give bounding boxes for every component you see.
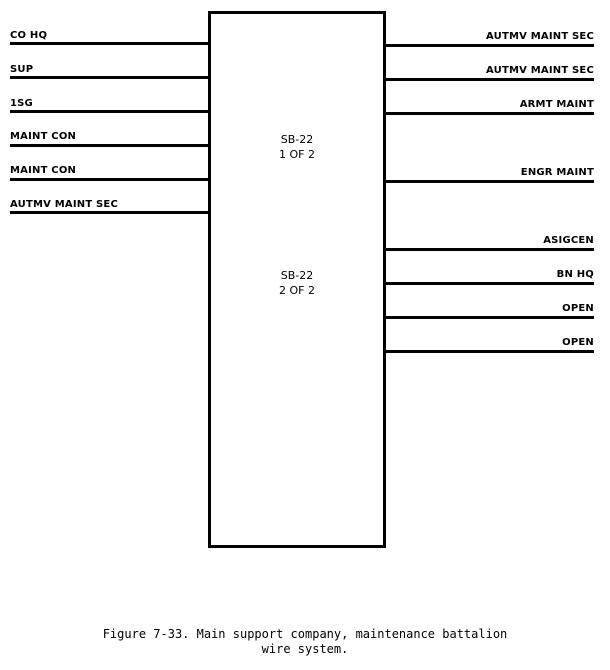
left-wire-autmv-maint-sec [10, 211, 209, 214]
left-wire-co-hq [10, 42, 209, 45]
figure-caption: Figure 7-33. Main support company, maint… [0, 627, 610, 657]
board-1-title: SB-22 [280, 133, 314, 146]
right-wire-open-2 [385, 350, 594, 353]
caption-line-1: Figure 7-33. Main support company, maint… [102, 627, 508, 641]
right-wire-autmv-maint-sec-1 [385, 44, 594, 47]
right-wire-label-autmv-maint-sec-2: AUTMV MAINT SEC [486, 65, 594, 76]
left-wire-label-maint-con-2: MAINT CON [10, 165, 77, 176]
right-wire-label-armt-maint: ARMT MAINT [519, 99, 594, 110]
left-wire-label-1sg: 1SG [10, 98, 33, 109]
right-wire-label-open-2: OPEN [562, 337, 594, 348]
caption-line-2: wire system. [261, 642, 349, 656]
switchboard-box: SB-22 1 OF 2 SB-22 2 OF 2 [208, 11, 386, 548]
right-wire-label-engr-maint: ENGR MAINT [520, 167, 594, 178]
right-wire-engr-maint [385, 180, 594, 183]
right-wire-label-asigcen: ASIGCEN [543, 235, 594, 246]
right-wire-bn-hq [385, 282, 594, 285]
board-1-part: 1 OF 2 [279, 148, 315, 161]
left-wire-maint-con-2 [10, 178, 209, 181]
left-wire-1sg [10, 110, 209, 113]
right-wire-asigcen [385, 248, 594, 251]
right-wire-label-bn-hq: BN HQ [556, 269, 594, 280]
right-wire-label-open-1: OPEN [562, 303, 594, 314]
right-wire-autmv-maint-sec-2 [385, 78, 594, 81]
left-wire-label-co-hq: CO HQ [10, 30, 48, 41]
board-2-part: 2 OF 2 [279, 284, 315, 297]
board-label-2-of-2: SB-22 2 OF 2 [211, 268, 383, 298]
right-wire-label-autmv-maint-sec-1: AUTMV MAINT SEC [486, 31, 594, 42]
left-wire-label-sup: SUP [10, 64, 34, 75]
left-wire-label-maint-con-1: MAINT CON [10, 131, 77, 142]
right-wire-armt-maint [385, 112, 594, 115]
left-wire-label-autmv-maint-sec: AUTMV MAINT SEC [10, 199, 118, 210]
left-wire-maint-con-1 [10, 144, 209, 147]
left-wire-sup [10, 76, 209, 79]
board-label-1-of-2: SB-22 1 OF 2 [211, 132, 383, 162]
board-2-title: SB-22 [280, 269, 314, 282]
right-wire-open-1 [385, 316, 594, 319]
